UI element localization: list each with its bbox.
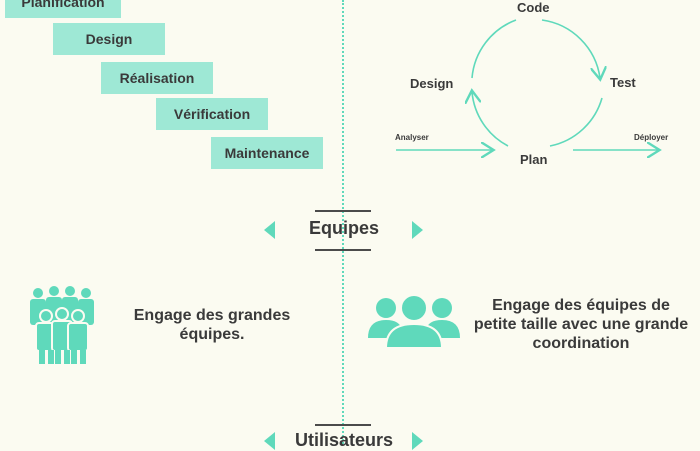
equipes-left-text: Engage des grandes équipes. — [133, 307, 291, 343]
center-divider — [342, 0, 344, 444]
chevron-right-icon — [412, 221, 423, 239]
chevron-left-icon — [264, 221, 275, 239]
chevron-right-icon — [412, 432, 423, 450]
chevron-left-icon — [264, 432, 275, 450]
waterfall-step-maintenance: Maintenance — [211, 137, 323, 169]
equipes-title-bottom-bar — [315, 249, 371, 251]
cycle-label-plan: Plan — [520, 152, 548, 167]
utilisateurs-title: Utilisateurs — [294, 430, 394, 450]
waterfall-step-verification: Vérification — [156, 98, 268, 130]
equipes-right-text: Engage des équipes de petite taille avec… — [473, 297, 689, 352]
cycle-diagram — [396, 19, 680, 180]
waterfall-step-design: Design — [53, 23, 165, 55]
utilisateurs-title-top-bar — [315, 424, 371, 426]
waterfall-step-realisation: Réalisation — [101, 62, 213, 94]
cycle-label-analyser: Analyser — [395, 133, 429, 142]
cycle-arc-left — [471, 19, 517, 79]
cycle-label-design: Design — [410, 76, 454, 91]
cycle-arc-bottom-left — [472, 92, 509, 147]
waterfall-step-planification: Planification — [5, 0, 121, 18]
large-team-icon — [30, 286, 94, 364]
equipes-title: Equipes — [308, 218, 379, 238]
cycle-label-code: Code — [517, 0, 550, 15]
small-team-icon — [368, 294, 460, 348]
cycle-label-test: Test — [610, 75, 636, 90]
cycle-arc-right — [541, 19, 600, 78]
cycle-arc-bottom-right — [549, 97, 603, 147]
cycle-label-deployer: Déployer — [634, 133, 669, 142]
equipes-title-top-bar — [315, 210, 371, 212]
